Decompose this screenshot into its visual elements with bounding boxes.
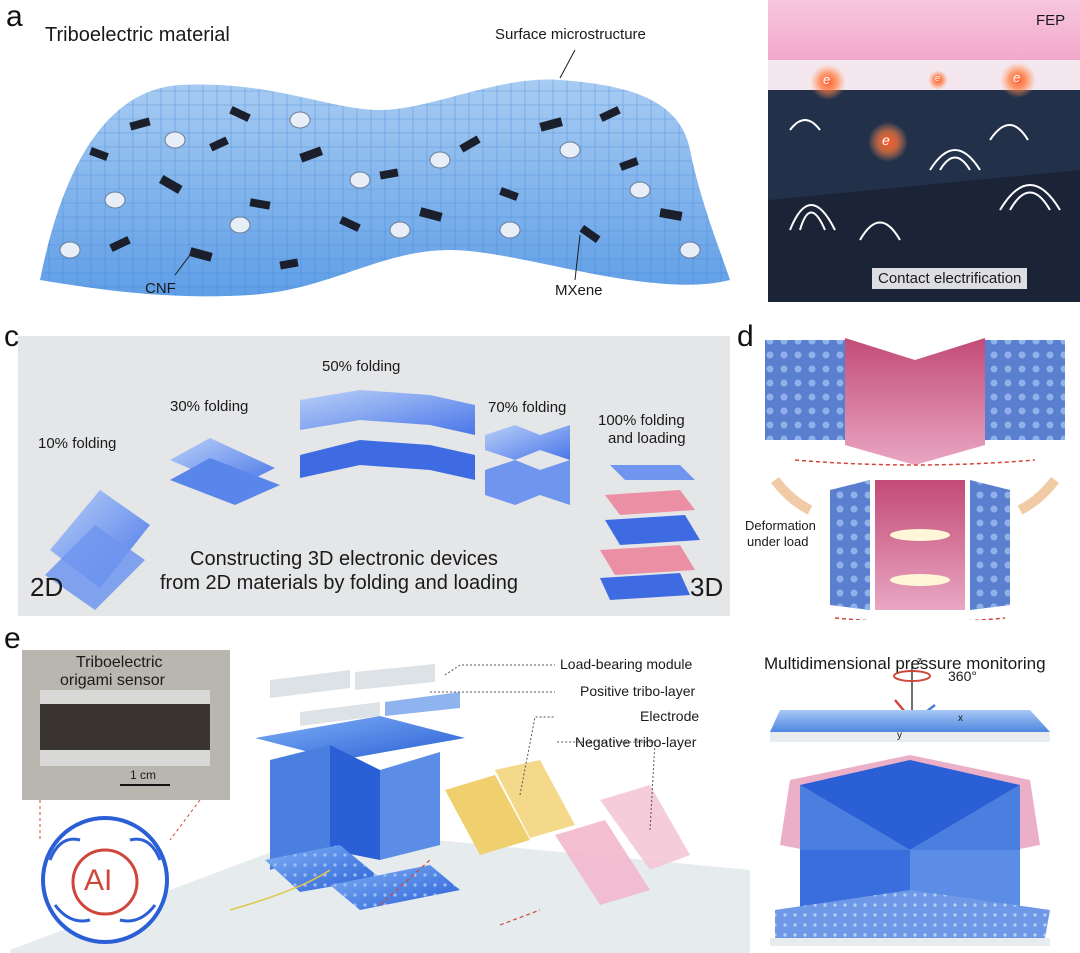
panel-a: a Triboelectric material Surface microst… [0, 0, 760, 320]
ai-label: AI [84, 864, 112, 898]
panel-label-a: a [6, 2, 23, 32]
label-3d: 3D [690, 572, 723, 603]
scale-bar-label: 1 cm [130, 768, 156, 782]
panel-c: c 10% folding 30% folding 50% folding 70… [0, 320, 735, 620]
electron-symbol-1: e [823, 72, 830, 87]
panel-f: f Multidimensional pressure monitoring 3… [760, 620, 1080, 953]
panel-b: b FEP e e e e Contact electrification [760, 0, 1080, 320]
axis-x-label: x [958, 713, 963, 724]
deformation-illustration [735, 320, 1080, 620]
stage-label-30pct: 30% folding [170, 398, 248, 415]
panel-a-title: Triboelectric material [45, 24, 230, 47]
stage-label-50pct: 50% folding [322, 358, 400, 375]
panel-d: d Deformation under load [735, 320, 1080, 620]
axis-y-label: y [897, 730, 902, 741]
label-mxene: MXene [555, 282, 603, 299]
axis-z-label: z [917, 656, 922, 667]
electron-symbol-4: e [935, 73, 940, 83]
stage-label-70pct: 70% folding [488, 399, 566, 416]
panel-label-e: e [4, 624, 21, 654]
stage-label-100pct: 100% folding [598, 412, 685, 429]
label-2d: 2D [30, 572, 63, 603]
caption-line-2: from 2D materials by folding and loading [160, 572, 518, 595]
fep-layer [768, 0, 1080, 60]
photo-title-line-2: origami sensor [60, 672, 165, 690]
layer-label-positive-tribo: Positive tribo-layer [580, 683, 695, 699]
photo-title-line-1: Triboelectric [76, 654, 163, 672]
layer-label-electrode: Electrode [640, 708, 699, 724]
label-surface-microstructure: Surface microstructure [495, 26, 646, 43]
panel-label-c: c [4, 322, 19, 352]
fep-label: FEP [1036, 12, 1065, 29]
panel-f-title: Multidimensional pressure monitoring [764, 654, 1046, 674]
electron-symbol-2: e [1013, 70, 1020, 85]
mesh-surface-illustration [0, 0, 760, 320]
layer-label-load-bearing: Load-bearing module [560, 656, 692, 672]
panel-label-d: d [737, 322, 754, 352]
stage-label-loading: and loading [608, 430, 686, 447]
deformation-label-line-1: Deformation [745, 518, 816, 533]
contact-electrification-label: Contact electrification [872, 268, 1027, 289]
electron-symbol-3: e [882, 132, 890, 148]
panel-e: e Triboelectric origami sensor 1 cm AI L… [0, 620, 760, 953]
layer-label-negative-tribo: Negative tribo-layer [575, 734, 696, 750]
deformation-label-line-2: under load [747, 534, 808, 549]
stage-label-10pct: 10% folding [38, 435, 116, 452]
label-cnf: CNF [145, 280, 176, 297]
caption-line-1: Constructing 3D electronic devices [190, 548, 498, 571]
rotation-label: 360° [948, 668, 977, 684]
